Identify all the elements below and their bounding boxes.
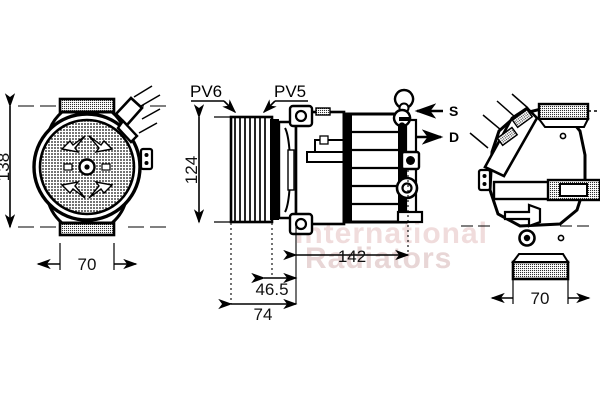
dimension-124-label: 124 (182, 156, 201, 184)
callout-pv5: PV5 (262, 82, 308, 114)
right-rear-view: 70 (461, 93, 600, 308)
dimension-138: 138 (0, 93, 16, 229)
dimension-74: 74 (218, 298, 298, 324)
left-compressor-body (32, 85, 161, 237)
center-pulley (229, 115, 279, 224)
dimension-46-5: 46.5 (251, 272, 298, 299)
callout-pv5-label: PV5 (274, 82, 306, 101)
dimension-74-label: 74 (254, 305, 273, 324)
pulley-slots (60, 135, 114, 199)
port-d: D (417, 129, 459, 145)
port-s: S (414, 103, 458, 119)
dimension-138-label: 138 (0, 153, 13, 181)
dimension-right-70-label: 70 (531, 289, 550, 308)
dimension-142: 142 (283, 247, 410, 266)
center-side-view: PV6 PV5 (182, 82, 459, 324)
center-port-cluster (392, 88, 424, 224)
left-front-view: 138 70 (0, 85, 166, 274)
cylinder-ribs (352, 130, 398, 206)
callout-pv6: PV6 (190, 82, 237, 114)
callout-pv6-label: PV6 (190, 82, 222, 101)
port-s-label: S (449, 103, 458, 119)
center-clutch-housing (277, 120, 298, 220)
center-extension-lines (230, 170, 409, 304)
dimension-46-5-label: 46.5 (255, 280, 288, 299)
dimension-142-label: 142 (338, 247, 366, 266)
dimension-right-70: 70 (490, 279, 591, 308)
center-main-body (288, 104, 346, 236)
watermark: International Radiators (295, 217, 487, 275)
right-leader-lines (469, 93, 529, 149)
port-d-label: D (449, 129, 459, 145)
dimension-124: 124 (182, 104, 240, 224)
left-leader-lines (133, 85, 161, 134)
dimension-left-70: 70 (36, 243, 138, 274)
right-compressor-body (469, 93, 600, 281)
watermark-line-2: Radiators (305, 242, 452, 275)
pulley-grooves (234, 118, 266, 221)
dimension-left-70-label: 70 (78, 255, 97, 274)
